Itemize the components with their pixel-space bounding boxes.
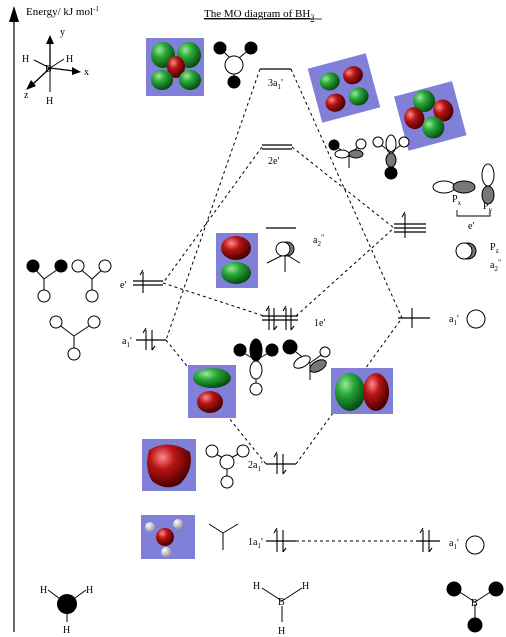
orbital-1a1-image [141, 515, 195, 559]
orbital-a2pp-sketch-icon [266, 241, 301, 272]
axis-z-label: z [24, 90, 29, 101]
orbital-2a1-sketch-icon [205, 444, 250, 489]
energy-axis-label: Energy/ kJ mol-1 [26, 5, 99, 18]
label-py: Py [483, 201, 493, 214]
bottom-left-h3: H [63, 625, 70, 636]
b-2s-orbital-icon [466, 309, 486, 329]
orbital-2a1-image [142, 439, 196, 491]
axis-atom-h3: H [46, 96, 53, 107]
bottom-molecule-center [261, 587, 303, 622]
bottom-right-b: B [471, 598, 478, 609]
right-levels [394, 223, 440, 542]
axis-atom-h1: H [22, 54, 29, 65]
label-2e: 2e' [268, 156, 279, 167]
label-3a1: 3a1' [268, 78, 283, 91]
left-levels [133, 280, 166, 341]
b-px-orbital-icon [432, 180, 476, 194]
axis-atom-b: B [45, 64, 52, 75]
orbital-a2pp-image [216, 233, 258, 288]
label-1a1: 1a1' [248, 537, 263, 550]
label-right-a1-2s: a1' [449, 314, 459, 327]
orbital-2e-image-a [307, 53, 381, 123]
label-2a1: 2a1' [248, 460, 263, 473]
orbital-3a1-image [146, 38, 204, 96]
label-pz: Pz [490, 242, 499, 255]
orbital-1a1-sketch-icon [208, 523, 239, 550]
axis-y-label: y [60, 27, 65, 38]
axis-atom-h2: H [66, 54, 73, 65]
bottom-left-h2: H [86, 585, 93, 596]
label-right-a2pp: a2" [490, 258, 501, 273]
coordinate-axes [26, 35, 81, 92]
h3-e-orbital-icon [26, 259, 112, 303]
label-1e: 1e' [314, 318, 325, 329]
orbital-1e-image-a [188, 365, 236, 418]
orbital-1e-sketch-b-icon [282, 339, 331, 380]
bottom-center-b: B [278, 597, 285, 608]
b-py-orbital-icon [481, 163, 495, 205]
label-left-a1: a1' [122, 336, 132, 349]
label-right-a1-1s: a1' [449, 538, 459, 551]
orbital-2e-image-b [394, 81, 467, 151]
label-px: Px [452, 194, 462, 207]
label-right-e: e' [468, 221, 474, 232]
bottom-center-h3: H [278, 626, 285, 637]
bottom-molecule-right [446, 581, 504, 633]
b-pz-orbital-icon [455, 242, 477, 260]
e-bracket [456, 210, 491, 217]
h3-a1-orbital-icon [49, 315, 101, 361]
orbital-2e-sketch-a-icon [328, 138, 367, 168]
bottom-molecule-left [47, 589, 87, 622]
label-left-e: e' [120, 280, 126, 291]
bottom-center-h2: H [302, 581, 309, 592]
bottom-center-h1: H [253, 581, 260, 592]
axis-x-label: x [84, 67, 89, 78]
energy-axis [9, 6, 19, 632]
mo-levels [260, 68, 298, 542]
label-a2pp: a2" [313, 233, 324, 248]
electron-arrows [139, 211, 433, 553]
b-1s-orbital-icon [465, 535, 485, 555]
orbital-1e-sketch-a-icon [233, 338, 279, 396]
orbital-1e-image-b [331, 368, 393, 414]
orbital-3a1-sketch-icon [213, 41, 258, 89]
diagram-title: The MO diagram of BH3 [204, 8, 314, 22]
bottom-left-h1: H [40, 585, 47, 596]
orbital-2e-sketch-b-icon [372, 134, 410, 180]
